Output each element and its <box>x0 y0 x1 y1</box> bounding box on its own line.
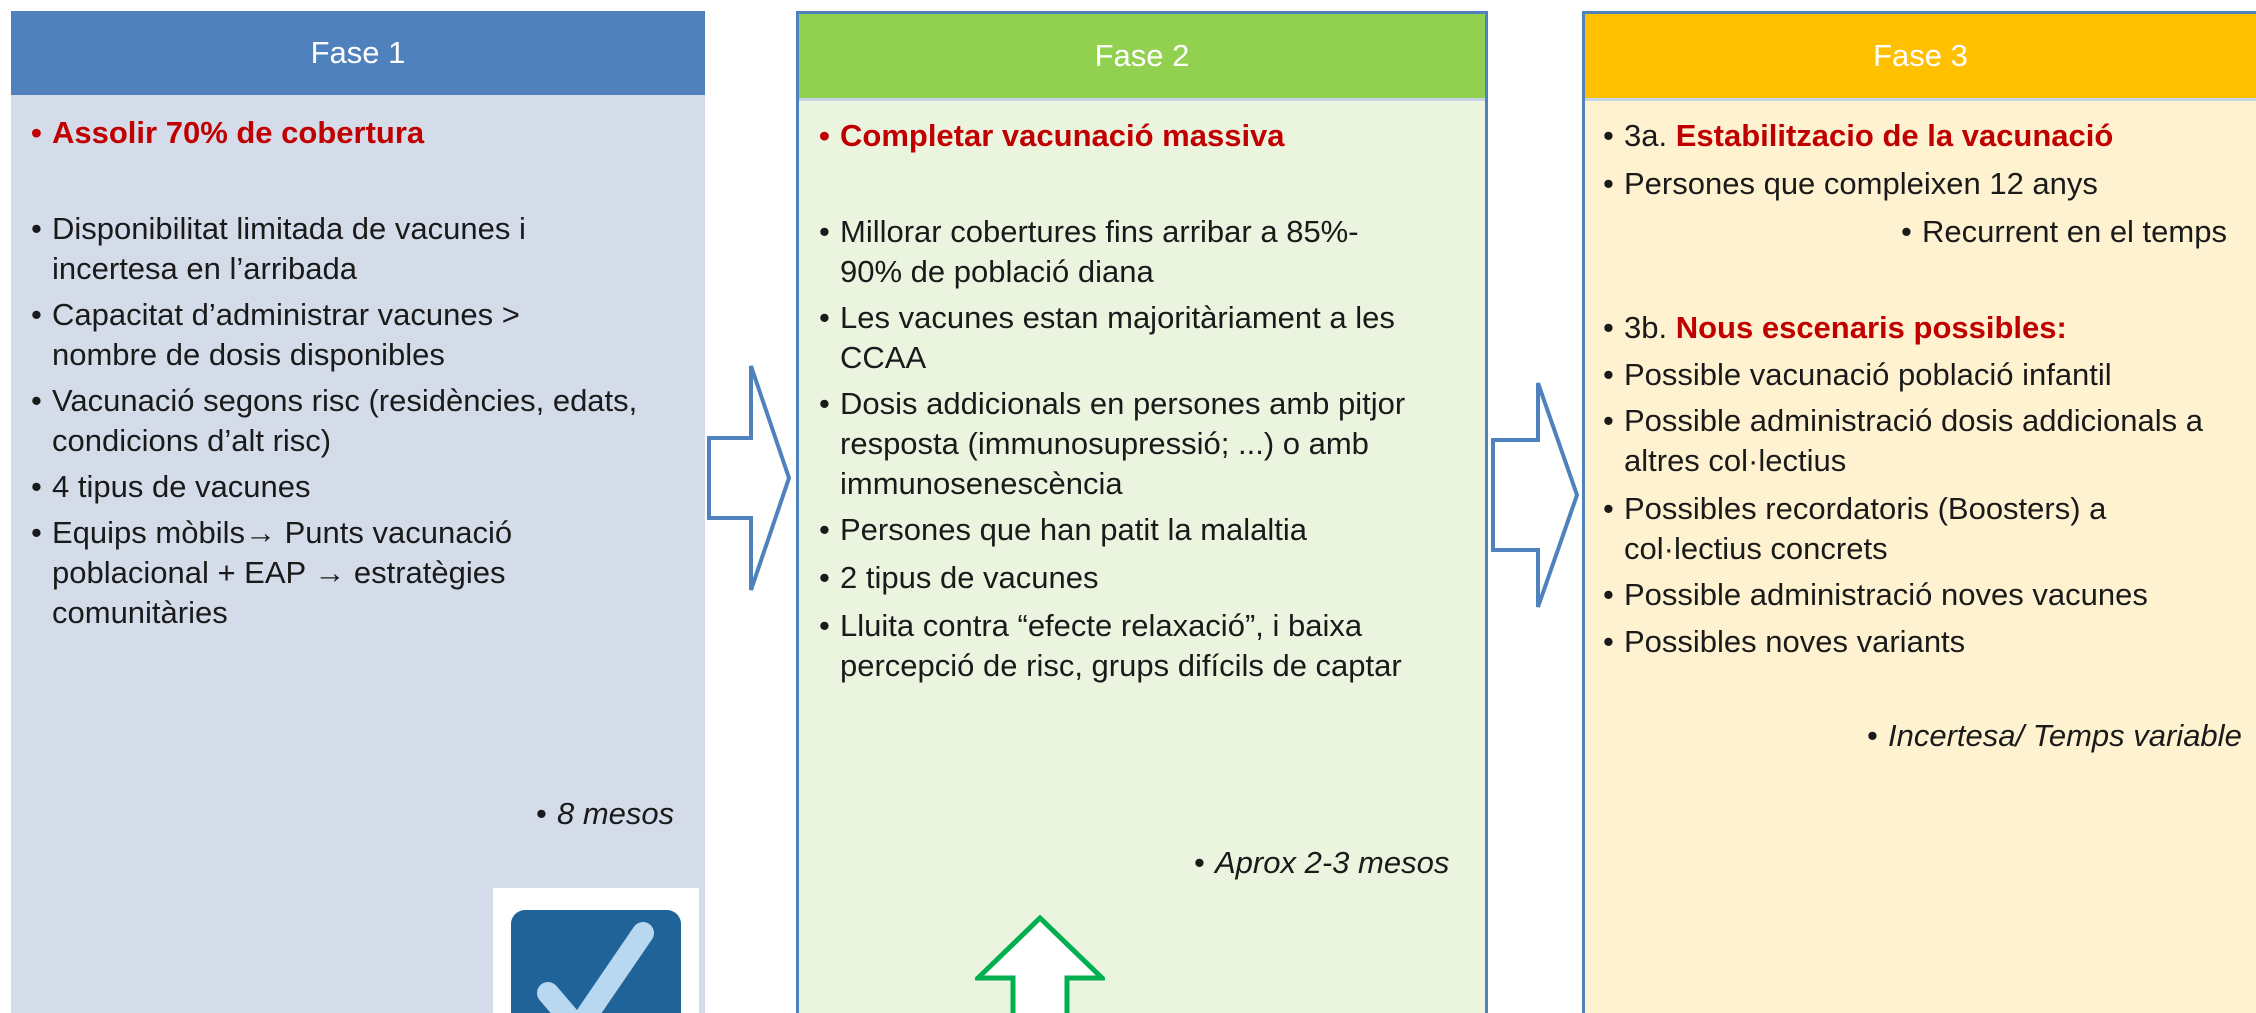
phase-2-duration: • Aprox 2-3 mesos <box>1194 845 1450 880</box>
list-item: • Millorar cobertures fins arribar a 85%… <box>819 214 1359 289</box>
up-arrow-icon <box>975 915 1105 1013</box>
phase-3-title: Fase 3 <box>1873 38 1968 73</box>
list-item: • Possible vacunació població infantil <box>1603 357 2112 392</box>
list-item: • 4 tipus de vacunes <box>31 469 311 504</box>
phase-3a-note: • Recurrent en el temps <box>1901 214 2227 249</box>
list-item: • 2 tipus de vacunes <box>819 560 1099 595</box>
list-item: • Capacitat d’administrar vacunes > nomb… <box>31 297 520 372</box>
list-item: • Disponibilitat limitada de vacunes i i… <box>31 211 526 286</box>
right-arrow-icon <box>707 365 792 591</box>
checkmark-icon <box>493 888 699 1013</box>
list-item: • Vacunació segons risc (residències, ed… <box>31 383 638 458</box>
phase-2-goal: • Completar vacunació massiva <box>819 118 1285 153</box>
phase-1-header: Fase 1 <box>11 11 705 95</box>
list-item: • Possibles noves variants <box>1603 624 1966 659</box>
phase-1-title: Fase 1 <box>310 35 406 70</box>
phase-2-header: Fase 2 <box>799 14 1485 98</box>
list-item: • Possible administració noves vacunes <box>1603 577 2148 612</box>
phase-3-duration: • Incertesa/ Temps variable <box>1867 718 2242 753</box>
phase-2-title: Fase 2 <box>1094 38 1190 73</box>
phase-3-header: Fase 3 <box>1585 14 2256 98</box>
list-item: • Equips mòbils→ Punts vacunació poblaci… <box>31 515 513 630</box>
phase-3-body: • 3a. Estabilitzacio de la vacunació • P… <box>1585 98 2256 1013</box>
list-item: • Les vacunes estan majoritàriament a le… <box>819 300 1395 375</box>
list-item: • Persones que han patit la malaltia <box>819 512 1308 547</box>
phase-3a-goal: • 3a. Estabilitzacio de la vacunació <box>1603 118 2114 153</box>
list-item: • Lluita contra “efecte relaxació”, i ba… <box>819 608 1402 683</box>
phase-2-column: Fase 2 • Completar vacunació massiva • M… <box>796 11 1488 1013</box>
right-arrow-icon: → <box>244 515 276 550</box>
phase-1-column: Fase 1 • Assolir 70% de cobertura • Disp… <box>11 11 705 1013</box>
list-item: • Persones que compleixen 12 anys <box>1603 166 2098 201</box>
phase-1-duration: • 8 mesos <box>536 796 675 831</box>
list-item: • Dosis addicionals en persones amb pitj… <box>819 386 1406 501</box>
phase-3b-goal: • 3b. Nous escenaris possibles: <box>1603 310 2067 345</box>
right-arrow-icon: → <box>314 555 346 590</box>
phase-1-goal: • Assolir 70% de cobertura <box>31 115 425 150</box>
phase-2-body: • Completar vacunació massiva • Millorar… <box>799 98 1485 1013</box>
list-item: • Possibles recordatoris (Boosters) a co… <box>1603 491 2107 566</box>
phase-3-column: Fase 3 • 3a. Estabilitzacio de la vacuna… <box>1582 11 2256 1013</box>
phase-1-body: • Assolir 70% de cobertura • Disponibili… <box>11 95 705 1013</box>
right-arrow-icon <box>1491 382 1580 608</box>
list-item: • Possible administració dosis addiciona… <box>1603 403 2203 478</box>
